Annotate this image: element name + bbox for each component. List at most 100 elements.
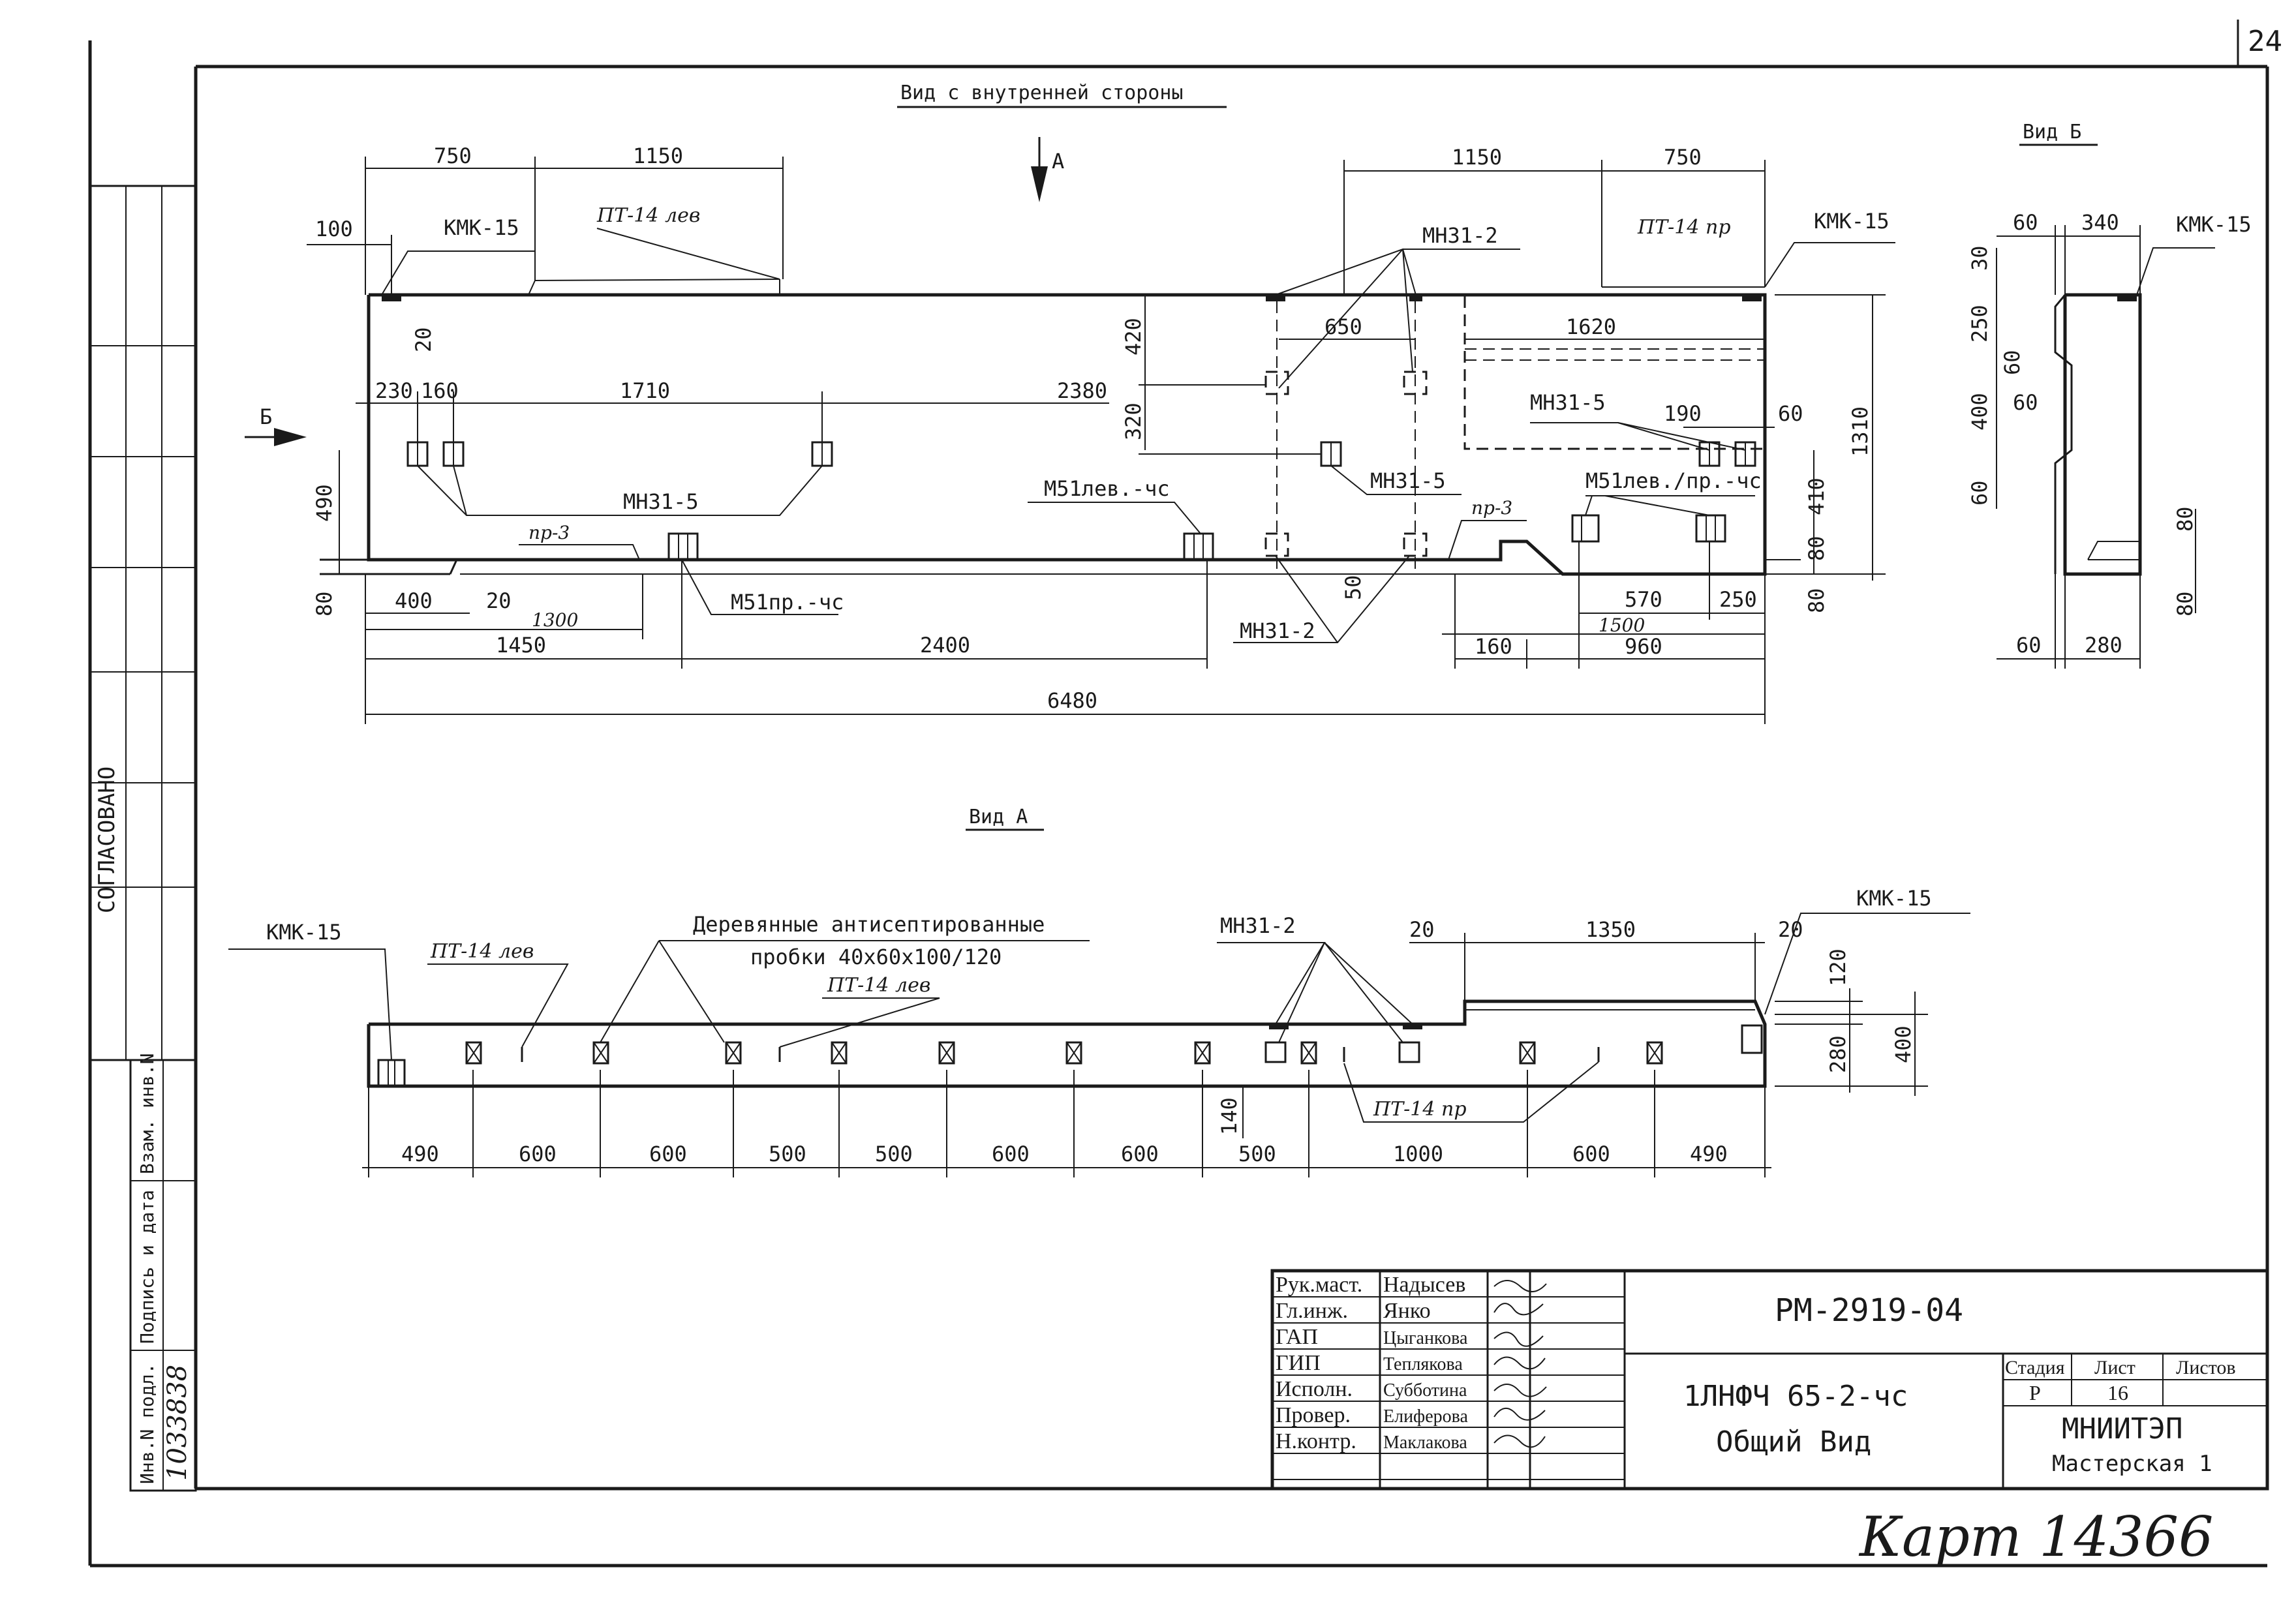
view-a-kmk-left: КМК-15 bbox=[266, 920, 342, 945]
va-bottom-dim: 500 bbox=[875, 1142, 913, 1166]
vb-dim-340: 340 bbox=[2081, 210, 2119, 235]
label-pr3-right: пр-3 bbox=[1471, 497, 1512, 519]
va-bottom-dim: 600 bbox=[649, 1142, 687, 1166]
dim-1450: 1450 bbox=[496, 633, 546, 658]
tb-name: Теплякова bbox=[1383, 1354, 1463, 1374]
insert-mn31-5 bbox=[406, 441, 1756, 467]
main-view: Вид с внутренней стороны А Б bbox=[245, 82, 1895, 724]
sheet-number: 24 bbox=[2248, 25, 2282, 58]
handwritten-note: Карт 14366 bbox=[1858, 1505, 2213, 1569]
label-mn31-5-right: МН31-5 bbox=[1530, 390, 1606, 415]
dim-100: 100 bbox=[315, 217, 353, 241]
va-dim-20b: 20 bbox=[1778, 917, 1803, 942]
sheet-value: 16 bbox=[2107, 1381, 2128, 1404]
sheet-label: Лист bbox=[2094, 1357, 2135, 1378]
agreed-label: СОГЛАСОВАНО bbox=[94, 766, 120, 913]
tb-name: Надысев bbox=[1383, 1273, 1465, 1297]
view-b-title: Вид Б bbox=[2023, 121, 2081, 144]
dim-50: 50 bbox=[1341, 575, 1366, 600]
va-dim-20a: 20 bbox=[1409, 917, 1435, 942]
label-m51-lev: М51лев.-чс bbox=[1044, 476, 1170, 501]
va-dim-120: 120 bbox=[1826, 948, 1850, 986]
vb-dim-60c: 60 bbox=[2013, 390, 2038, 415]
dim-570: 570 bbox=[1625, 587, 1662, 612]
view-a-pt-pr: ПТ-14 пр bbox=[1373, 1098, 1467, 1121]
tb-role: ГИП bbox=[1276, 1351, 1321, 1375]
dim-750-left: 750 bbox=[434, 144, 472, 168]
tb-role: ГАП bbox=[1276, 1325, 1318, 1349]
vb-dim-250: 250 bbox=[1967, 305, 1992, 342]
vb-dim-80b: 80 bbox=[2173, 591, 2197, 616]
va-dim-1350: 1350 bbox=[1585, 917, 1636, 942]
tb-role: Рук.маст. bbox=[1276, 1273, 1362, 1297]
tb-name: Янко bbox=[1383, 1299, 1431, 1323]
sheets-label: Листов bbox=[2176, 1357, 2236, 1378]
inventory-number: 1033838 bbox=[162, 1365, 192, 1481]
va-bottom-dim: 1000 bbox=[1393, 1142, 1443, 1166]
vb-dim-30: 30 bbox=[1967, 245, 1992, 271]
label-pt14-lev-main: ПТ-14 лев bbox=[596, 204, 700, 227]
view-a-pt-lev-1: ПТ-14 лев bbox=[430, 940, 534, 963]
stage-label: Стадия bbox=[2005, 1357, 2065, 1378]
dim-160: 160 bbox=[421, 378, 459, 403]
dim-80-left: 80 bbox=[312, 591, 337, 616]
stamp-field-sign: Подпись и дата bbox=[136, 1190, 158, 1344]
dim-230: 230 bbox=[375, 378, 413, 403]
signature-marks bbox=[1493, 1280, 1547, 1448]
dim-1310: 1310 bbox=[1848, 406, 1873, 457]
left-margin-stamp: СОГЛАСОВАНО Инв.N подл. Подпись и дата В… bbox=[89, 185, 197, 1492]
dim-1500: 1500 bbox=[1599, 614, 1645, 636]
view-a-wood-line2: пробки 40х60х100/120 bbox=[750, 945, 1002, 969]
product-code: 1ЛНФЧ 65-2-чс bbox=[1683, 1380, 1908, 1413]
workshop-name: Мастерская 1 bbox=[2052, 1451, 2212, 1477]
vb-dim-60d: 60 bbox=[1967, 480, 1992, 506]
dim-160b: 160 bbox=[1475, 634, 1512, 659]
vb-dim-280: 280 bbox=[2085, 633, 2122, 658]
va-bottom-dim: 490 bbox=[1690, 1142, 1728, 1166]
va-bottom-dim: 600 bbox=[1572, 1142, 1610, 1166]
label-mn31-2-top: МН31-2 bbox=[1422, 223, 1498, 248]
label-mn31-2-bottom: МН31-2 bbox=[1240, 618, 1315, 643]
dim-20: 20 bbox=[411, 327, 436, 352]
view-a-kmk-right: КМК-15 bbox=[1856, 886, 1932, 911]
label-m51-pr: М51пр.-чс bbox=[731, 590, 844, 614]
dim-80-r2: 80 bbox=[1804, 588, 1829, 613]
view-a-pt-lev-2: ПТ-14 лев bbox=[827, 974, 930, 997]
label-m51-levpr: М51лев./пр.-чс bbox=[1585, 468, 1762, 493]
dim-60: 60 bbox=[1778, 401, 1803, 426]
va-bottom-dim: 500 bbox=[1238, 1142, 1276, 1166]
vb-dim-400: 400 bbox=[1967, 393, 1992, 431]
tb-role: Провер. bbox=[1276, 1403, 1351, 1427]
dim-960: 960 bbox=[1625, 634, 1662, 659]
view-a-mn31-2: МН31-2 bbox=[1220, 913, 1296, 938]
va-dim-140: 140 bbox=[1217, 1097, 1242, 1135]
va-bottom-dim: 600 bbox=[1121, 1142, 1159, 1166]
title-block: Рук.маст. Гл.инж. ГАП ГИП Исполн. Провер… bbox=[1270, 1269, 2269, 1491]
label-kmk15-main-right: КМК-15 bbox=[1814, 209, 1890, 234]
dim-2380: 2380 bbox=[1057, 378, 1107, 403]
dim-190: 190 bbox=[1664, 401, 1702, 426]
dim-490: 490 bbox=[312, 484, 337, 522]
view-a-wood-line1: Деревянные антисептированные bbox=[693, 912, 1045, 937]
tb-name: Елиферова bbox=[1383, 1406, 1468, 1427]
dim-750-right: 750 bbox=[1664, 145, 1702, 170]
view-a-title: Вид А bbox=[969, 806, 1028, 828]
label-pt14-pr-main: ПТ-14 пр bbox=[1637, 216, 1731, 239]
dim-410: 410 bbox=[1804, 478, 1829, 515]
tb-name: Маклакова bbox=[1383, 1433, 1467, 1453]
vb-dim-60a: 60 bbox=[2013, 210, 2038, 235]
va-bottom-dim: 600 bbox=[519, 1142, 557, 1166]
stage-value: Р bbox=[2029, 1381, 2041, 1404]
arrow-a-label: А bbox=[1052, 149, 1064, 174]
dim-80-r1: 80 bbox=[1804, 536, 1829, 561]
view-b: Вид Б КМК-15 60 340 30 250 60 400 60 60 … bbox=[1967, 121, 2252, 669]
arrow-b-label: Б bbox=[260, 404, 272, 429]
dim-6480: 6480 bbox=[1047, 688, 1097, 713]
va-bottom-dim: 600 bbox=[992, 1142, 1030, 1166]
dim-2400: 2400 bbox=[920, 633, 970, 658]
dim-1620: 1620 bbox=[1566, 314, 1616, 339]
org-name: МНИИТЭП bbox=[2062, 1412, 2182, 1446]
dim-20b: 20 bbox=[486, 588, 512, 613]
dim-1710: 1710 bbox=[620, 378, 670, 403]
